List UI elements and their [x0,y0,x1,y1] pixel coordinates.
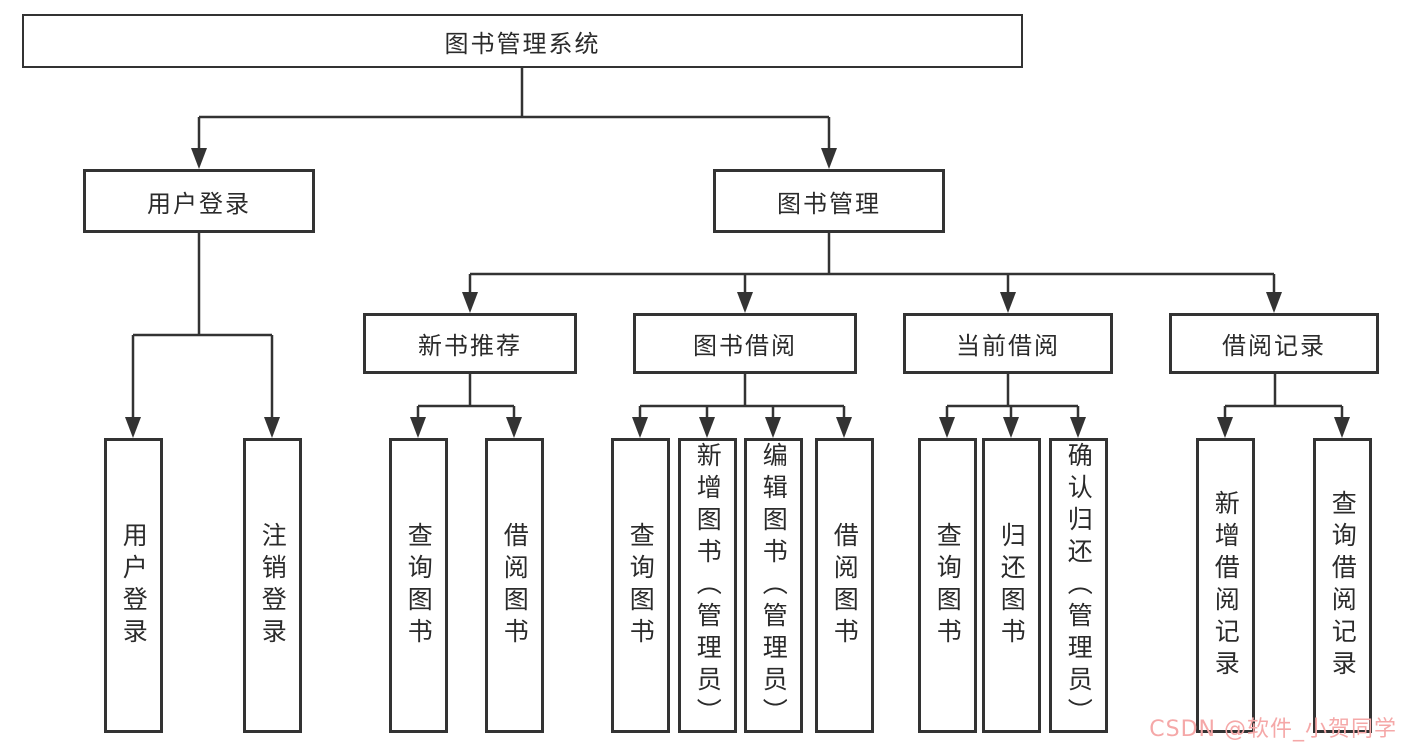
arrow-down-icon [410,417,426,438]
connector-line [468,233,1276,293]
leaf-label: 借阅图书 [500,521,530,650]
connector-root-to-level2 [191,68,837,169]
node-book-management: 图书管理 [713,169,945,233]
node-user-login: 用户登录 [83,169,315,233]
leaf-borrow-query-book: 查询图书 [611,438,670,733]
connector-current-borrow-children [939,374,1086,438]
arrow-down-icon [939,417,955,438]
leaf-records-query-record: 查询借阅记录 [1313,438,1372,733]
arrow-down-icon [765,417,781,438]
connector-book-borrow-children [632,374,852,438]
leaf-label: 查询图书 [933,521,963,650]
leaf-user-login: 用户登录 [104,438,163,733]
arrow-down-icon [125,417,141,438]
leaf-label: 借阅图书 [830,521,860,650]
connector-line [1223,374,1344,418]
leaf-borrow-edit-book-admin: 编辑图书（管理员） [744,438,803,733]
node-root-library-system: 图书管理系统 [22,14,1023,68]
leaf-label: 编辑图书（管理员） [759,441,789,730]
arrow-down-icon [1334,417,1350,438]
csdn-watermark: CSDN @软件_小贺同学 [1149,717,1397,742]
leaf-label: 新增借阅记录 [1211,489,1241,682]
connector-line [416,374,516,418]
node-borrow-records: 借阅记录 [1169,313,1379,374]
leaf-label: 查询图书 [626,521,656,650]
leaf-label: 用户登录 [119,521,149,650]
arrow-down-icon [1003,417,1019,438]
leaf-current-return-book: 归还图书 [982,438,1041,733]
leaf-borrow-add-book-admin: 新增图书（管理员） [678,438,737,733]
node-book-borrow: 图书借阅 [633,313,857,374]
leaf-newbook-query-book: 查询图书 [389,438,448,733]
leaf-current-confirm-return-admin: 确认归还（管理员） [1049,438,1108,733]
arrow-down-icon [191,148,207,169]
arrow-down-icon [1000,292,1016,313]
connector-book-mgmt-children [462,233,1282,313]
leaf-label: 确认归还（管理员） [1064,441,1094,730]
arrow-down-icon [632,417,648,438]
arrow-down-icon [836,417,852,438]
leaf-label: 注销登录 [258,521,288,650]
connector-line [638,374,846,418]
arrow-down-icon [1266,292,1282,313]
arrow-down-icon [462,292,478,313]
arrow-down-icon [821,148,837,169]
leaf-label: 查询借阅记录 [1328,489,1358,682]
arrow-down-icon [1217,417,1233,438]
arrow-down-icon [264,417,280,438]
arrow-down-icon [737,292,753,313]
leaf-label: 新增图书（管理员） [693,441,723,730]
arrow-down-icon [699,417,715,438]
arrow-down-icon [506,417,522,438]
leaf-newbook-borrow-book: 借阅图书 [485,438,544,733]
connector-line [131,233,274,418]
leaf-logout: 注销登录 [243,438,302,733]
arrow-down-icon [1070,417,1086,438]
connector-new-book-children [410,374,522,438]
leaf-borrow-borrow-book: 借阅图书 [815,438,874,733]
leaf-label: 归还图书 [997,521,1027,650]
connector-line [945,374,1080,418]
connector-line [197,68,831,149]
leaf-records-add-record: 新增借阅记录 [1196,438,1255,733]
connector-records-children [1217,374,1350,438]
leaf-current-query-book: 查询图书 [918,438,977,733]
node-current-borrow: 当前借阅 [903,313,1113,374]
leaf-label: 查询图书 [404,521,434,650]
node-new-book-recommend: 新书推荐 [363,313,577,374]
connector-user-login-children [125,233,280,438]
